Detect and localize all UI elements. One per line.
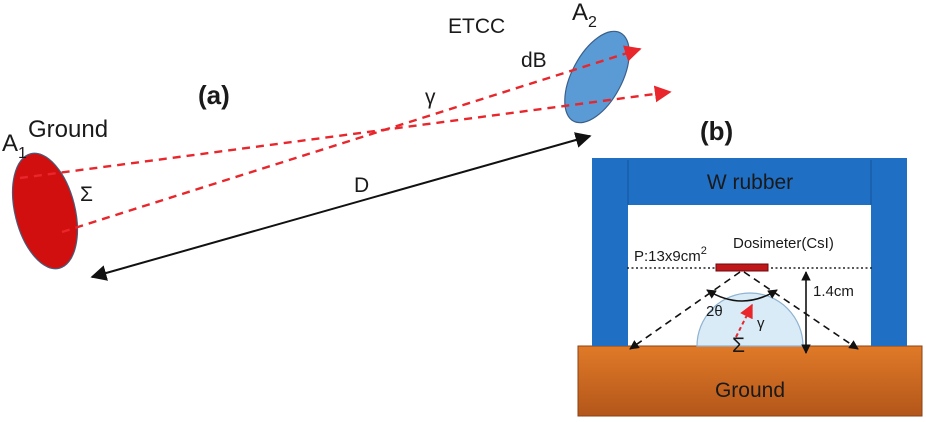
source-name: Ground [28, 116, 108, 143]
fov-line-right [743, 271, 859, 350]
ground-block [577, 345, 923, 417]
detector-area-a2 [564, 30, 630, 124]
shield-label: W rubber [707, 171, 793, 194]
dome-photon: γ [757, 315, 765, 332]
dome-photon-arrow [735, 303, 753, 338]
panel-a-label: (a) [198, 80, 230, 110]
height-label: 1.4cm [813, 283, 854, 300]
detector-symbol: A2 [572, 0, 597, 31]
source-symbol: A1 [2, 130, 27, 162]
photon-ray-upper [19, 85, 672, 180]
distance-label: D [354, 174, 369, 197]
angle-label: 2θ [706, 303, 723, 320]
panel-b-label: (b) [700, 116, 733, 146]
panel-a: (a) A1 Ground Σ ETCC A2 dB γ D [2, 0, 672, 281]
plane-label: P:13x9cm2 [634, 245, 707, 265]
angle-arc [706, 289, 778, 302]
dosimeter-label: Dosimeter(CsI) [733, 235, 834, 252]
dome-sigma: Σ [732, 334, 745, 357]
distance-arrow [90, 132, 592, 281]
source-sigma: Σ [80, 183, 93, 206]
dosimeter-bar [715, 263, 769, 272]
source-area-a1 [11, 152, 79, 270]
detector-element: dB [521, 49, 547, 72]
photon-symbol: γ [425, 86, 436, 109]
fov-line-left [629, 271, 741, 350]
panel-b: (b) Ground W rubber Σ γ Dosimeter(CsI) P… [577, 116, 923, 417]
detector-name: ETCC [448, 15, 505, 38]
ground-label: Ground [715, 379, 785, 402]
shield-top-plate [592, 158, 907, 205]
